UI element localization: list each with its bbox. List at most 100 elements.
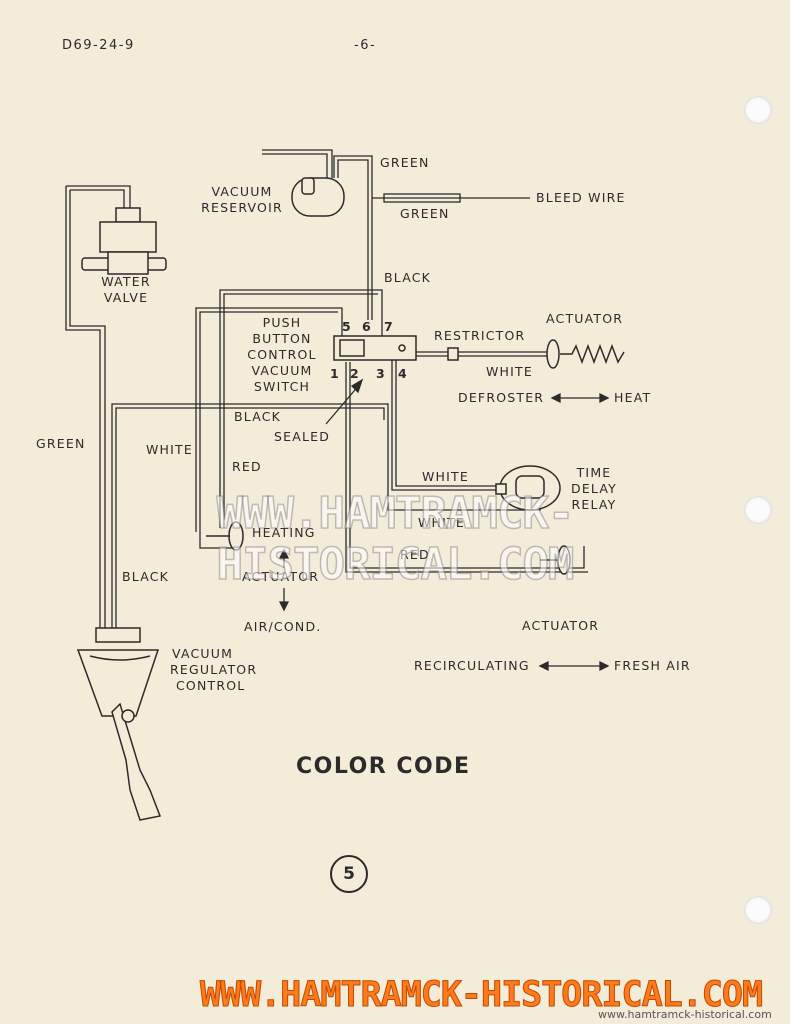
label-recirculating: RECIRCULATING xyxy=(414,658,530,673)
arrow-head-left-2 xyxy=(538,660,549,672)
port-3: 3 xyxy=(376,366,386,381)
valve-base xyxy=(107,251,149,275)
hose-valve-top xyxy=(66,185,131,208)
label-water-valve: WATER VALVE xyxy=(101,274,151,305)
label-heat: HEAT xyxy=(614,390,652,405)
punch-hole-bottom xyxy=(744,896,772,924)
hose-red-lower xyxy=(349,362,585,569)
hose-white-relay xyxy=(391,360,500,491)
label-bleed-wire: BLEED WIRE xyxy=(536,190,626,205)
arrow-head-down xyxy=(278,601,290,612)
arrow-sealed xyxy=(325,383,361,425)
label-vacuum-reservoir: VACUUM RESERVOIR xyxy=(201,184,283,215)
label-sealed: SEALED xyxy=(274,429,331,444)
label-actuator-mid: ACTUATOR xyxy=(242,569,320,584)
regulator-body xyxy=(76,649,160,717)
water-valve-shape xyxy=(81,207,167,275)
hose-black-top-2 xyxy=(223,293,378,528)
hose-red-left xyxy=(195,307,343,532)
page-number: -6- xyxy=(354,38,377,53)
hose-valve-top-2 xyxy=(70,189,125,208)
watermark-footer: WWW.HAMTRAMCK-HISTORICAL.COM xyxy=(200,975,764,1016)
hose-reservoir-left-2 xyxy=(262,149,333,178)
label-restrictor: RESTRICTOR xyxy=(434,328,526,343)
label-green-top-1: GREEN xyxy=(380,155,430,170)
arrow-head-up xyxy=(278,548,290,559)
hose-black-top xyxy=(219,289,383,528)
watermark-small: www.hamtramck-historical.com xyxy=(598,1008,772,1021)
hose-heating xyxy=(199,532,236,549)
switch-block xyxy=(339,339,365,357)
label-fresh-air: FRESH AIR xyxy=(614,658,691,673)
label-black-lower: BLACK xyxy=(122,569,170,584)
label-actuator-top: ACTUATOR xyxy=(546,311,624,326)
label-white-relay-1: WHITE xyxy=(422,469,469,484)
figure-number: 5 xyxy=(330,855,368,893)
label-red-lower: RED xyxy=(400,547,430,562)
port-2: 2 xyxy=(350,366,360,381)
push-button-switch-shape xyxy=(333,335,417,361)
port-5: 5 xyxy=(342,319,352,334)
hose-white-left xyxy=(111,403,389,628)
actuator-top-shape xyxy=(546,339,560,369)
hose-red-left-2 xyxy=(199,311,338,532)
label-green-left: GREEN xyxy=(36,436,86,451)
doc-code: D69-24-9 xyxy=(62,38,135,53)
arrow-head-right-1 xyxy=(599,392,610,404)
label-white-left: WHITE xyxy=(146,442,193,457)
reservoir-body xyxy=(291,177,345,217)
actuator-spring xyxy=(560,343,625,365)
hose-white-left-2 xyxy=(115,407,385,628)
hose-green-left xyxy=(65,186,101,628)
label-push-button-switch: PUSH BUTTON CONTROL VACUUM SWITCH xyxy=(247,315,317,394)
regulator-pivot xyxy=(121,709,135,723)
vacuum-reservoir-shape xyxy=(291,177,345,217)
regulator-slot xyxy=(89,655,151,661)
label-black-mid: BLACK xyxy=(234,409,282,424)
arrow-head-right-2 xyxy=(599,660,610,672)
heating-actuator-shape xyxy=(206,521,244,551)
port-7: 7 xyxy=(384,319,394,334)
valve-body xyxy=(99,221,157,253)
hose-green-vertical-2 xyxy=(337,159,369,320)
relay-center xyxy=(515,475,545,499)
restrictor-actuator-shapes xyxy=(447,339,625,369)
label-black-top: BLACK xyxy=(384,270,432,285)
label-white-restrictor: WHITE xyxy=(486,364,533,379)
port-1: 1 xyxy=(330,366,340,381)
label-time-delay-relay: TIME DELAY RELAY xyxy=(571,465,617,512)
bleed-wire-sleeve xyxy=(383,193,461,203)
restrictor-shape xyxy=(447,347,459,361)
label-actuator-right: ACTUATOR xyxy=(522,618,600,633)
vacuum-regulator-shape xyxy=(76,627,162,821)
arrow-head-left-1 xyxy=(550,392,561,404)
label-vacuum-regulator: VACUUM REGULATOR CONTROL xyxy=(170,646,258,693)
regulator-lever xyxy=(111,702,162,821)
hose-green-vertical xyxy=(333,155,373,320)
label-green-top-2: GREEN xyxy=(400,206,450,221)
recirc-actuator-shape xyxy=(540,545,571,575)
port-6: 6 xyxy=(362,319,372,334)
hose-lines xyxy=(65,149,588,628)
relay-port xyxy=(495,483,507,495)
arrow-head-sealed xyxy=(350,378,364,394)
regulator-ports xyxy=(95,627,141,643)
reservoir-fitting xyxy=(301,177,315,195)
page-title: COLOR CODE xyxy=(296,754,471,779)
direction-arrows xyxy=(278,378,610,672)
port-4: 4 xyxy=(398,366,408,381)
hose-white-relay-2 xyxy=(395,360,500,487)
valve-cap xyxy=(115,207,141,223)
switch-dot xyxy=(398,344,406,352)
punch-hole-top xyxy=(744,96,772,124)
watermark-main: WWW.HAMTRAMCK-HISTORICAL.COM xyxy=(216,487,575,591)
label-defroster: DEFROSTER xyxy=(458,390,545,405)
label-red-left: RED xyxy=(232,459,262,474)
time-delay-relay-shape xyxy=(495,465,561,511)
label-heating: HEATING xyxy=(252,525,316,540)
hose-reservoir-left xyxy=(262,153,328,178)
punch-hole-middle xyxy=(744,496,772,524)
hose-green-left-2 xyxy=(69,190,106,628)
